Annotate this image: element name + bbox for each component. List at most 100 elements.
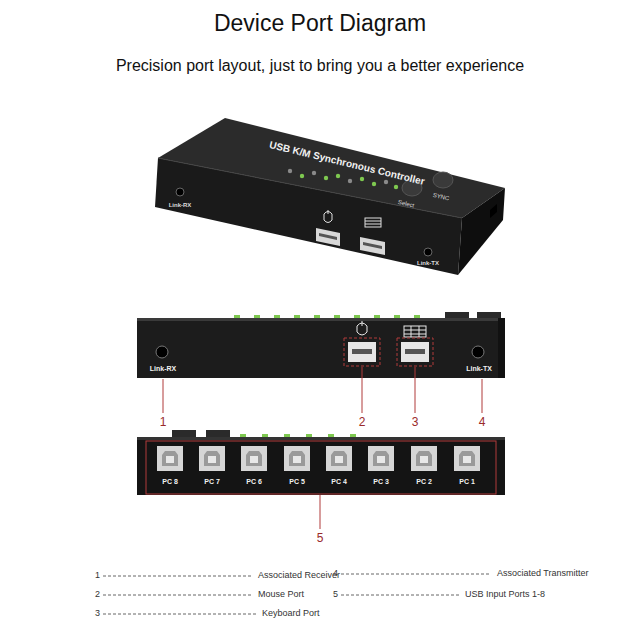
audio-jack: [156, 346, 484, 358]
status-leds: [328, 434, 334, 437]
back-panel: [137, 437, 505, 440]
status-leds: [394, 315, 400, 318]
usb-port: [316, 228, 385, 255]
usb-port: [319, 233, 337, 240]
legend-number: 1: [95, 571, 100, 581]
legend-number: 2: [95, 590, 100, 600]
usb-b-port: [166, 456, 174, 463]
port-label: PC 3: [373, 478, 389, 486]
front-panel: [137, 318, 505, 321]
callout-number: 5: [317, 532, 324, 545]
port-label: PC 8: [162, 478, 178, 486]
title: Device Port Diagram: [214, 11, 426, 36]
usb-port: [348, 342, 376, 362]
usb-b-port: [368, 446, 394, 471]
port-icon: [365, 221, 381, 222]
status-leds: [234, 315, 240, 318]
port-label: PC 6: [246, 478, 262, 486]
usb-b-port: [377, 456, 385, 463]
back-panel: [206, 430, 230, 437]
port-icon: [365, 224, 381, 225]
status-leds: [284, 434, 290, 437]
status-leds: [262, 434, 268, 437]
status-leds: [350, 434, 356, 437]
audio-jack: [176, 188, 432, 256]
usb-b-port: [246, 451, 262, 466]
legend-text: Associated Transmitter: [497, 569, 589, 579]
usb-b-port: [326, 446, 352, 471]
callout-box: [344, 338, 380, 366]
status-leds: [288, 169, 292, 173]
status-leds: [324, 176, 328, 180]
port-icon: [357, 321, 426, 337]
callout-box: [146, 441, 496, 494]
status-leds: [374, 315, 380, 318]
usb-b-port: [199, 446, 225, 471]
port-icon: [365, 218, 381, 227]
port-label: Link-RX: [150, 365, 176, 373]
leader-line: [415, 367, 416, 413]
usb-port: [363, 242, 382, 249]
leader-line: [362, 367, 363, 413]
port-label: Link-RX: [169, 202, 192, 209]
device-housing: [458, 188, 505, 275]
status-leds: [394, 185, 398, 189]
status-leds: [300, 174, 304, 178]
usb-b-port: [157, 446, 183, 471]
port-label: PC 4: [331, 478, 347, 486]
port-icon: [324, 210, 381, 227]
usb-b-port: [162, 451, 178, 466]
status-leds: [240, 434, 356, 437]
legend-number: 5: [333, 590, 338, 600]
status-leds: [274, 315, 280, 318]
device-housing: [158, 158, 462, 218]
usb-b-port: [416, 451, 432, 466]
status-leds: [372, 182, 376, 186]
status-leds: [354, 315, 360, 318]
legend-text: Keyboard Port: [262, 609, 320, 619]
usb-b-port: [208, 456, 216, 463]
device-housing: [155, 118, 505, 275]
status-leds: [336, 174, 340, 178]
leader-line: [482, 379, 483, 413]
usb-b-port: [454, 446, 480, 471]
port-icon: [328, 210, 329, 214]
legend-number: 3: [95, 609, 100, 619]
status-leds: [314, 315, 320, 318]
front-panel: [137, 312, 505, 378]
port-icon: [404, 326, 426, 337]
usb-port: [352, 349, 372, 354]
legend-dash: [341, 574, 491, 575]
callout-box: [146, 441, 496, 494]
usb-b-port: [250, 456, 258, 463]
usb-b-port: [420, 456, 428, 463]
front-panel: [477, 312, 501, 319]
usb-b-port: [284, 446, 310, 471]
usb-b-port: [157, 446, 480, 471]
port-label: PC 2: [416, 478, 432, 486]
callout-number: 2: [359, 416, 366, 429]
callout-box: [397, 338, 433, 366]
port-label: PC 1: [459, 478, 475, 486]
usb-port: [401, 342, 429, 362]
status-leds: [234, 315, 420, 318]
legend-text: USB Input Ports 1-8: [465, 590, 545, 600]
subtitle: Precision port layout, just to bring you…: [116, 57, 524, 75]
legend-dash: [341, 595, 459, 596]
audio-jack: [156, 346, 168, 358]
status-leds: [414, 315, 420, 318]
audio-jack: [176, 188, 184, 196]
port-icon: [404, 330, 426, 331]
status-leds: [348, 179, 352, 183]
usb-b-port: [373, 451, 389, 466]
audio-jack: [472, 346, 484, 358]
callout-number: 3: [412, 416, 419, 429]
status-leds: [334, 315, 340, 318]
usb-port: [348, 342, 429, 362]
back-panel: [172, 430, 196, 437]
callout-number: 1: [160, 416, 167, 429]
back-panel: [137, 437, 505, 495]
front-panel: [445, 312, 469, 319]
leader-line: [320, 494, 321, 529]
port-icon: [362, 321, 363, 326]
